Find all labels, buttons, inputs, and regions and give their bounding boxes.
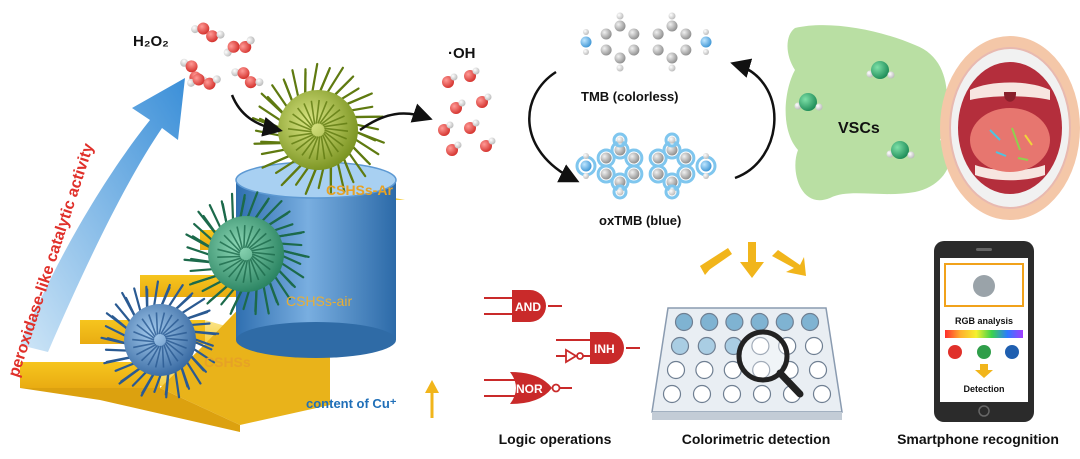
- cshss-ar-label: CSHSs-Ar: [326, 182, 393, 198]
- h2o2-to-sphere-arrow: [230, 94, 283, 137]
- smartphone: [934, 241, 1034, 422]
- inh-gate: [556, 332, 640, 364]
- vsc-cloud: [785, 25, 951, 201]
- logic-operations-caption: Logic operations: [499, 431, 612, 447]
- oxtmb-molecule: [575, 132, 717, 200]
- copper-content-label: content of Cu⁺: [306, 396, 397, 411]
- magnifier-icon: [736, 329, 804, 398]
- oxidation-arrow: [528, 70, 580, 183]
- rgb-analysis-label: RGB analysis: [955, 316, 1013, 326]
- oxtmb-label: oxTMB (blue): [599, 213, 681, 228]
- activity-arrow: [20, 78, 185, 352]
- and-gate: [484, 290, 562, 322]
- detection-label: Detection: [963, 384, 1004, 394]
- branch-arrows: [700, 242, 806, 278]
- reduction-arrow: [730, 58, 776, 180]
- copper-up-arrow: [425, 380, 439, 418]
- smartphone-recognition-caption: Smartphone recognition: [897, 431, 1059, 447]
- h2o2-label: H₂O₂: [133, 33, 169, 50]
- nor-gate-label: NOR: [516, 382, 543, 396]
- and-gate-label: AND: [515, 300, 541, 314]
- cshss-air-label: CSHSs-air: [286, 293, 352, 309]
- sphere-to-oh-arrow: [359, 103, 433, 132]
- tmb-molecule: [580, 12, 712, 72]
- open-mouth: [940, 36, 1080, 220]
- inh-gate-label: INH: [594, 342, 615, 356]
- h2s-molecules: [794, 61, 915, 159]
- cshss-ar-sphere: [251, 62, 385, 195]
- oh-molecules: [438, 67, 496, 156]
- cshss-air-sphere: [183, 191, 310, 316]
- cshss-sphere: [100, 280, 220, 399]
- h2o2-molecules: [180, 22, 264, 90]
- cshss-label: CSHSs: [204, 354, 251, 370]
- vsc-label: VSCs: [838, 120, 880, 137]
- nor-gate: [484, 372, 572, 404]
- oh-radical-label: ·OH: [448, 45, 476, 62]
- tmb-label: TMB (colorless): [581, 89, 679, 104]
- colorimetric-detection-caption: Colorimetric detection: [682, 431, 831, 447]
